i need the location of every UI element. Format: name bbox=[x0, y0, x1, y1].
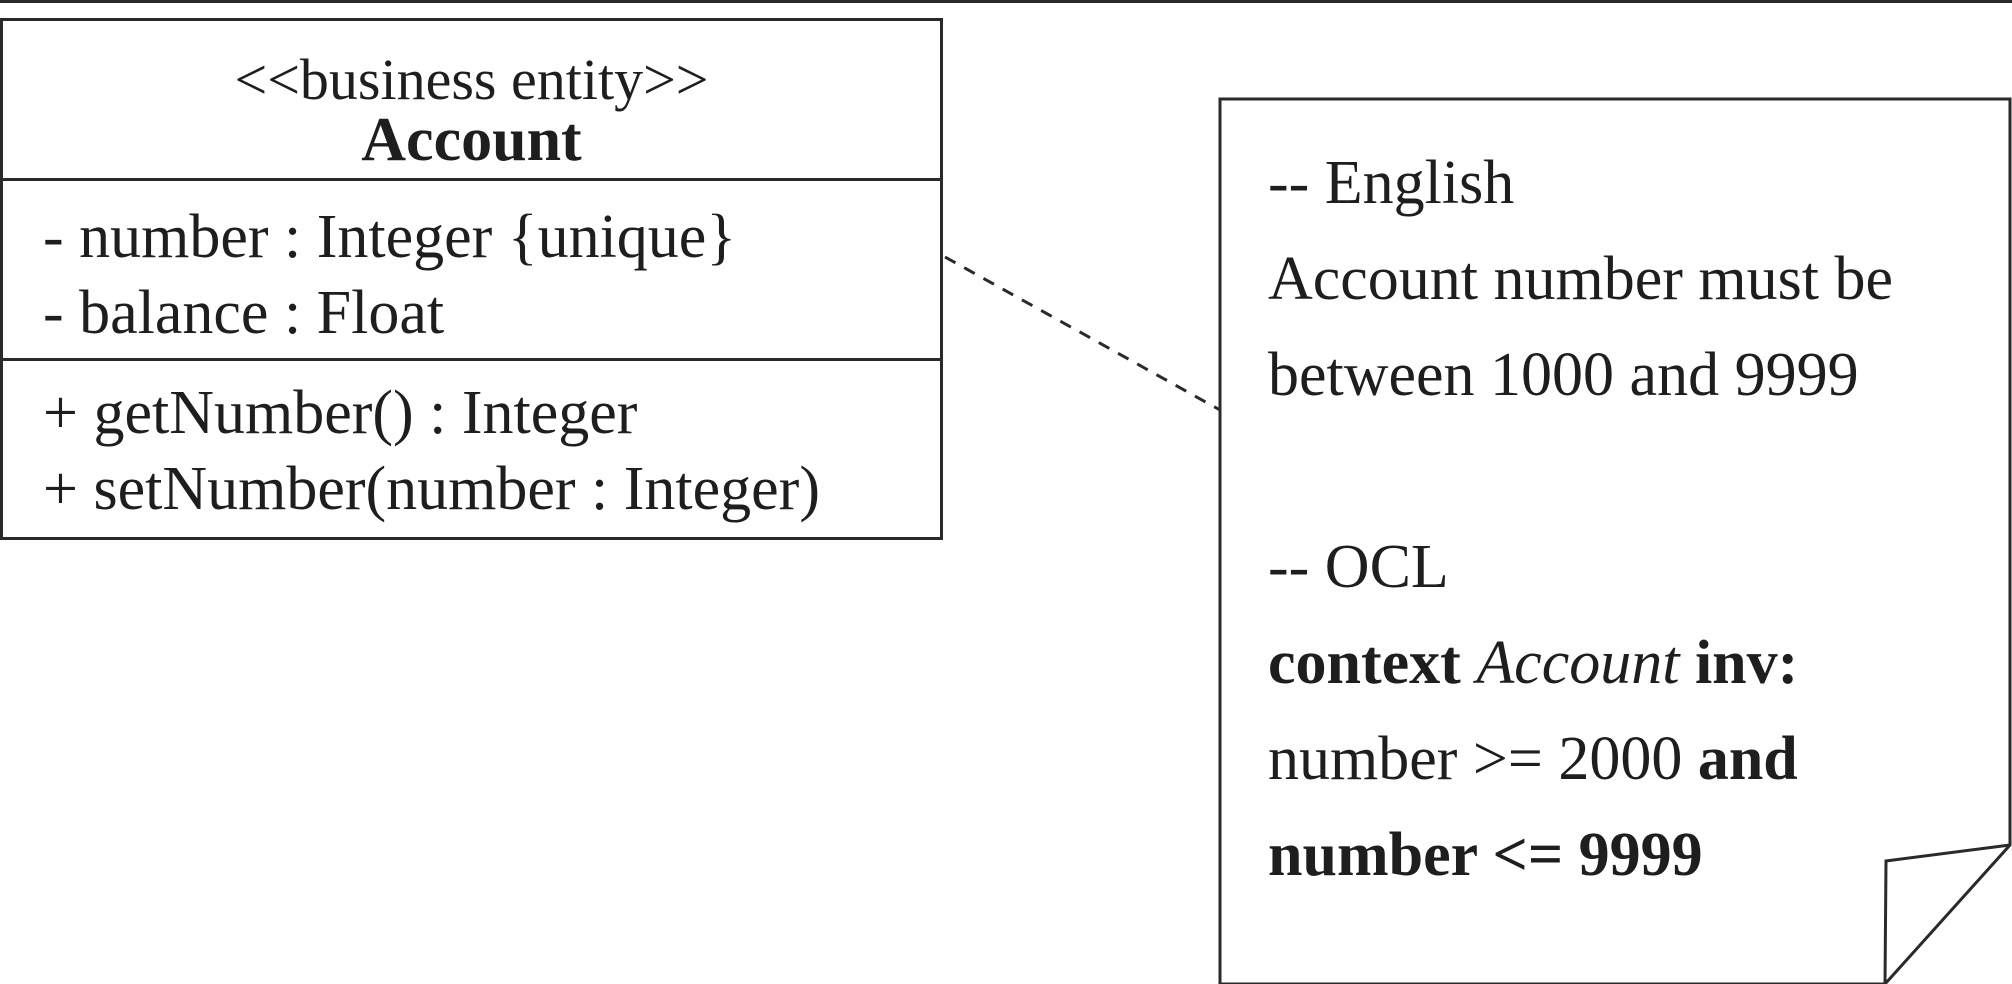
class-stereotype: <<business entity>> bbox=[234, 47, 709, 112]
ocl-expr-part-1: number >= 2000 bbox=[1268, 725, 1683, 793]
note-english-line-1: Account number must be bbox=[1268, 245, 1894, 313]
operation-set-number: + setNumber(number : Integer) bbox=[43, 455, 820, 523]
attribute-balance: - balance : Float bbox=[43, 279, 445, 347]
ocl-expr-part-2: number <= 9999 bbox=[1268, 821, 1703, 889]
note-ocl-context-line: context Account inv: bbox=[1268, 615, 1988, 711]
note-blank-line bbox=[1268, 423, 1988, 519]
ocl-keyword-and: and bbox=[1697, 725, 1798, 793]
note-fold-corner bbox=[1883, 843, 2011, 984]
ocl-class-name: Account bbox=[1476, 629, 1680, 697]
account-class-box[interactable]: <<business entity>> Account - number : I… bbox=[0, 18, 943, 540]
ocl-keyword-context: context bbox=[1268, 629, 1461, 697]
note-english-header: -- English bbox=[1268, 149, 1515, 217]
class-name: Account bbox=[361, 106, 582, 174]
operation-get-number: + getNumber() : Integer bbox=[43, 379, 638, 447]
note-ocl-expr-line-1: number >= 2000 and bbox=[1268, 711, 1988, 807]
attribute-number: - number : Integer {unique} bbox=[43, 203, 737, 271]
constraint-note[interactable] bbox=[1218, 97, 2012, 984]
note-english-line-2: between 1000 and 9999 bbox=[1268, 341, 1859, 409]
note-outline bbox=[1218, 97, 2012, 984]
attributes-compartment: - number : Integer {unique} - balance : … bbox=[3, 181, 940, 361]
ocl-keyword-inv: inv: bbox=[1694, 629, 1799, 697]
note-content: -- English Account number must be betwee… bbox=[1268, 135, 1988, 903]
top-border-line bbox=[0, 0, 2012, 3]
class-name-compartment: <<business entity>> Account bbox=[3, 21, 940, 181]
note-ocl-header: -- OCL bbox=[1268, 533, 1449, 601]
operations-compartment: + getNumber() : Integer + setNumber(numb… bbox=[3, 361, 940, 527]
